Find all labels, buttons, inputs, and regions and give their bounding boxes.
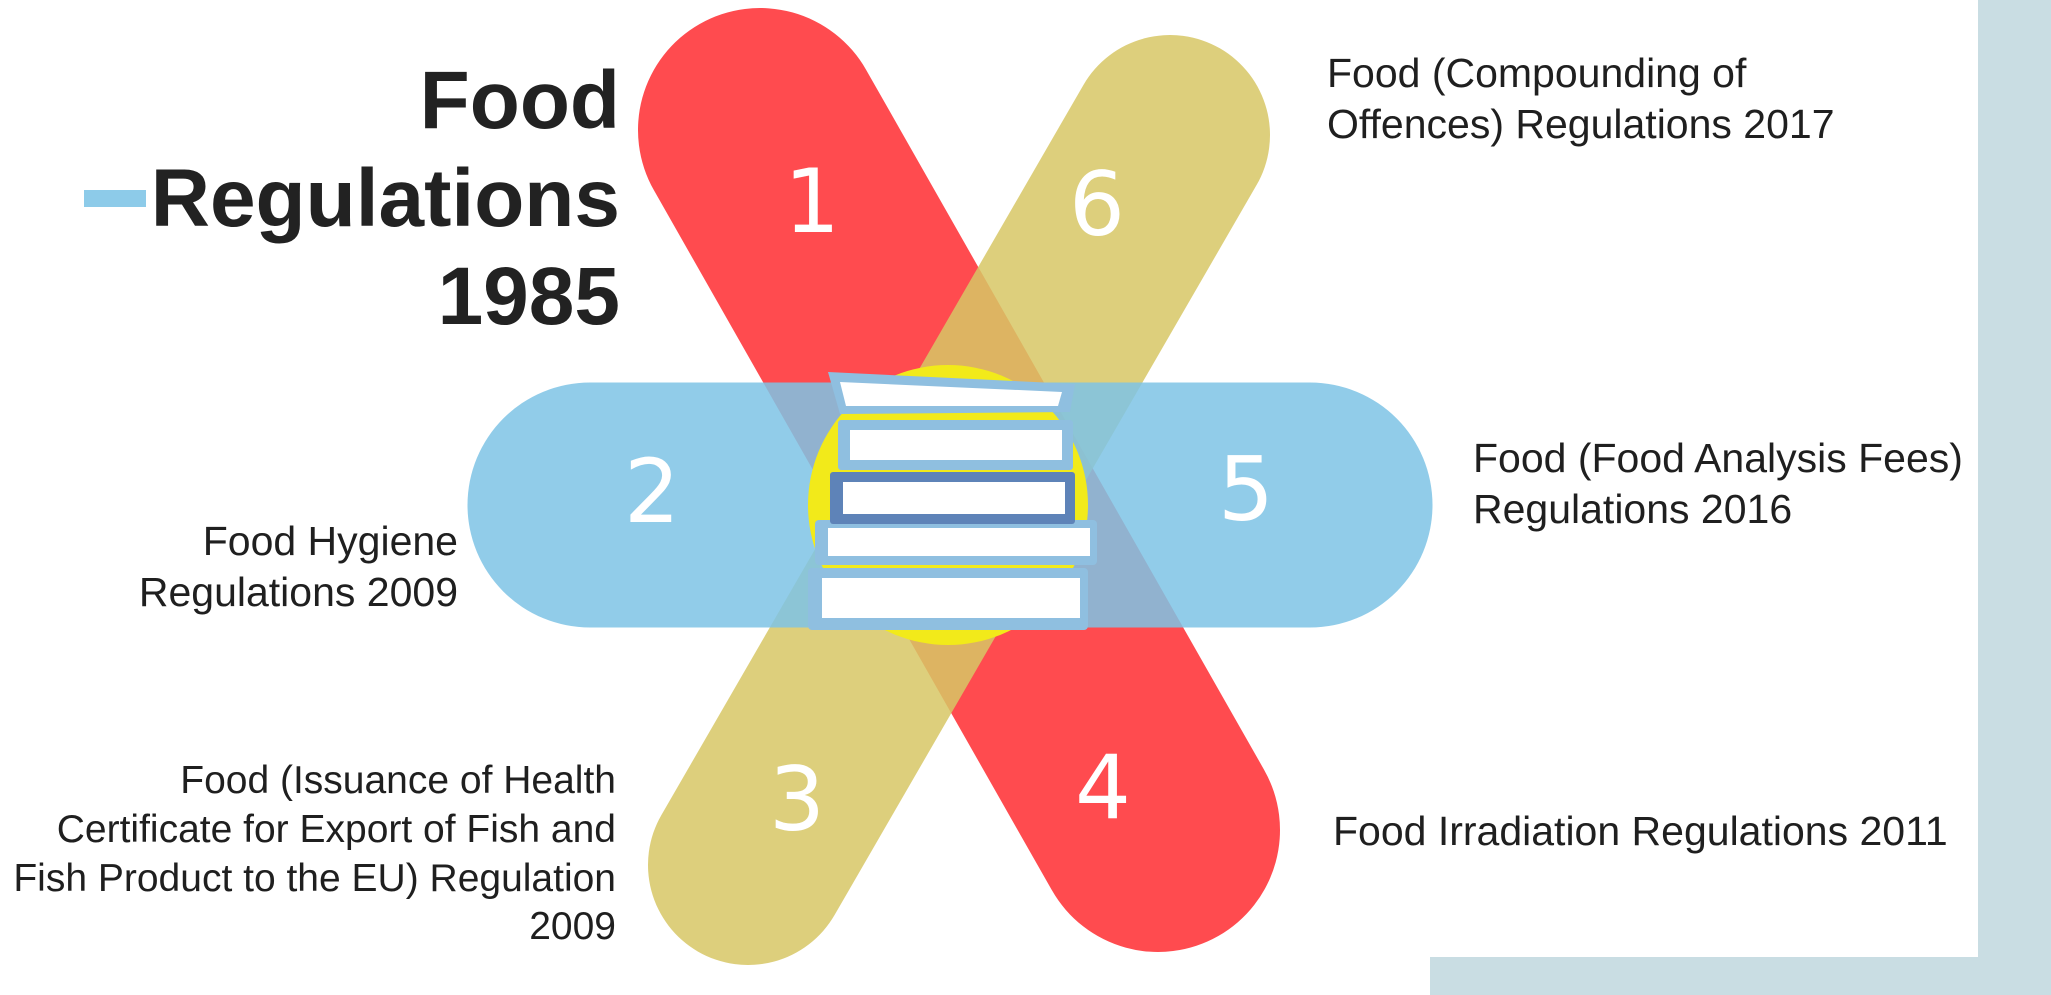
title-line-3: 1985 [437,251,620,342]
number-1: 1 [784,150,840,253]
label-item-5: Food (Food Analysis Fees) Regulations 20… [1473,435,1963,533]
side-panel-bottom [1430,957,2051,995]
label-item-6: Food (Compounding of Offences) Regulatio… [1327,50,1835,148]
label-item-2: Food Hygiene Regulations 2009 [138,518,458,616]
title-accent-line [84,190,146,207]
number-4: 4 [1075,736,1131,839]
label-item-4: Food Irradiation Regulations 2011 [1333,808,1948,854]
number-6: 6 [1069,153,1125,256]
side-panel-right [1978,0,2051,995]
number-3: 3 [769,748,825,851]
book-stack-icon [808,372,1097,630]
number-2: 2 [624,440,680,543]
title-line-1: Food [419,55,620,146]
number-5: 5 [1218,438,1274,541]
title-line-2: Regulations [150,153,620,244]
page-title: Food Regulations 1985 [140,52,620,346]
label-item-3: Food (Issuance of Health Certificate for… [13,759,616,949]
